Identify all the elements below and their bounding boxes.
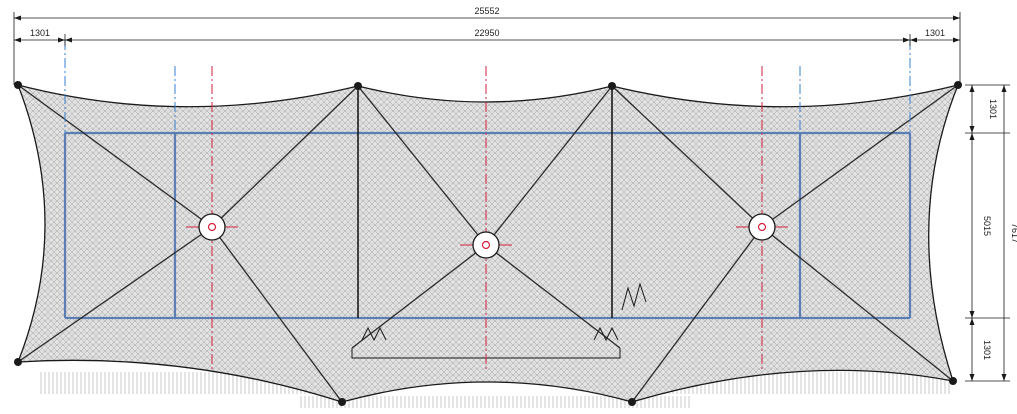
base-hatch-center [300, 396, 690, 408]
dim-overall-height: 7617 [1010, 223, 1017, 243]
dim-overall-width: 25552 [474, 6, 499, 16]
dimension-arrows [14, 15, 1007, 381]
dimension-lines [13, 12, 1010, 382]
diagonal-cables [17, 84, 959, 403]
detail-markers [361, 282, 647, 342]
steel-frame [63, 131, 912, 320]
dim-top-offset: 1301 [988, 99, 998, 119]
ring-right [748, 213, 776, 241]
dim-inner-height: 5015 [982, 216, 992, 236]
dim-bottom-offset: 1301 [982, 340, 992, 360]
cable-rings [186, 213, 788, 259]
dim-inner-width: 22950 [474, 28, 499, 38]
dim-right-offset: 1301 [925, 28, 945, 38]
anchor-points [14, 81, 962, 406]
ring-center [472, 231, 500, 259]
arch-frames [357, 86, 613, 318]
ring-left [198, 213, 226, 241]
dim-left-offset: 1301 [30, 28, 50, 38]
